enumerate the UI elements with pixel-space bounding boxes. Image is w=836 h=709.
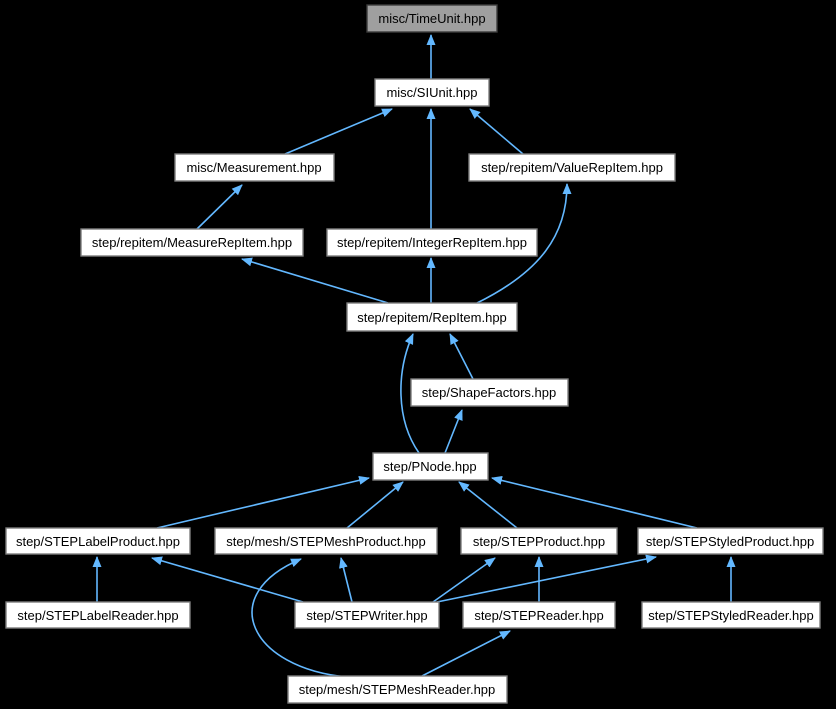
node-label: step/mesh/STEPMeshReader.hpp <box>299 682 496 697</box>
edge-stepmeshproduct-pnode <box>346 481 404 529</box>
node-label: misc/Measurement.hpp <box>186 160 321 175</box>
edge-pnode-repitem <box>400 333 420 454</box>
node-box <box>80 228 304 257</box>
node-label: step/STEPProduct.hpp <box>473 534 605 549</box>
node-stepwriter[interactable]: step/STEPWriter.hpp <box>294 601 440 629</box>
node-label: step/STEPStyledProduct.hpp <box>646 534 814 549</box>
edge-stepmeshreader-stepreader <box>421 630 511 677</box>
node-measurerepitem[interactable]: step/repitem/MeasureRepItem.hpp <box>80 228 304 257</box>
node-stepmeshreader[interactable]: step/mesh/STEPMeshReader.hpp <box>287 675 508 704</box>
edge-steplabelproduct-pnode <box>156 475 370 529</box>
node-shapefactors[interactable]: step/ShapeFactors.hpp <box>410 378 569 407</box>
node-box <box>468 153 676 182</box>
node-label: step/repitem/ValueRepItem.hpp <box>481 160 663 175</box>
edge-stepproduct-pnode <box>458 481 518 529</box>
edge-valuerepitem-siunit <box>469 108 524 155</box>
node-pnode[interactable]: step/PNode.hpp <box>372 452 489 481</box>
node-box <box>174 153 335 182</box>
node-stepstyledreader[interactable]: step/STEPStyledReader.hpp <box>641 601 821 629</box>
node-stepmeshproduct[interactable]: step/mesh/STEPMeshProduct.hpp <box>214 527 438 555</box>
node-label: step/STEPWriter.hpp <box>306 608 427 623</box>
node-box <box>462 601 616 629</box>
node-box <box>410 378 569 407</box>
node-stepproduct[interactable]: step/STEPProduct.hpp <box>460 527 618 555</box>
node-layer: misc/TimeUnit.hpp misc/SIUnit.hpp misc/M… <box>5 4 824 704</box>
edge-layer <box>92 34 736 678</box>
node-label: step/repitem/RepItem.hpp <box>357 310 507 325</box>
node-misc-timeunit[interactable]: misc/TimeUnit.hpp <box>366 4 498 33</box>
node-box <box>460 527 618 555</box>
node-integerrepitem[interactable]: step/repitem/IntegerRepItem.hpp <box>326 228 538 257</box>
node-valuerepitem[interactable]: step/repitem/ValueRepItem.hpp <box>468 153 676 182</box>
edge-repitem-valuerepitem <box>476 183 572 304</box>
node-stepstyledproduct[interactable]: step/STEPStyledProduct.hpp <box>637 527 824 555</box>
node-box <box>366 4 498 33</box>
edge-stepwriter-stepproduct <box>432 557 496 603</box>
edge-stepwriter-steplabelproduct <box>151 556 304 603</box>
node-box <box>214 527 438 555</box>
edge-stepmeshreader-stepmeshproduct <box>251 558 348 678</box>
node-label: step/STEPLabelProduct.hpp <box>16 534 180 549</box>
edge-pnode-shapefactors <box>444 409 463 454</box>
edge-stepwriter-stepmeshproduct <box>339 557 353 603</box>
node-box <box>5 601 191 629</box>
node-box <box>372 452 489 481</box>
node-box <box>374 78 490 107</box>
node-box <box>641 601 821 629</box>
node-label: step/mesh/STEPMeshProduct.hpp <box>226 534 425 549</box>
edge-stepwriter-stepstyledproduct <box>436 554 657 603</box>
node-box <box>294 601 440 629</box>
node-box <box>637 527 824 555</box>
edge-measurement-siunit <box>284 108 393 155</box>
edge-shapefactors-repitem <box>449 333 474 380</box>
node-label: step/repitem/IntegerRepItem.hpp <box>337 235 527 250</box>
node-label: misc/TimeUnit.hpp <box>378 11 485 26</box>
node-label: step/ShapeFactors.hpp <box>422 385 556 400</box>
node-label: step/repitem/MeasureRepItem.hpp <box>92 235 292 250</box>
node-label: step/STEPLabelReader.hpp <box>17 608 178 623</box>
node-box <box>287 675 508 704</box>
node-steplabelproduct[interactable]: step/STEPLabelProduct.hpp <box>5 527 191 555</box>
node-label: misc/SIUnit.hpp <box>386 85 477 100</box>
node-label: step/STEPReader.hpp <box>474 608 603 623</box>
edge-measurerepitem-measurement <box>196 184 243 230</box>
node-box <box>346 302 518 332</box>
node-box <box>5 527 191 555</box>
node-misc-siunit[interactable]: misc/SIUnit.hpp <box>374 78 490 107</box>
node-stepreader[interactable]: step/STEPReader.hpp <box>462 601 616 629</box>
node-box <box>326 228 538 257</box>
node-steplabelreader[interactable]: step/STEPLabelReader.hpp <box>5 601 191 629</box>
node-label: step/PNode.hpp <box>383 459 476 474</box>
edge-stepstyledproduct-pnode <box>491 475 698 529</box>
node-repitem[interactable]: step/repitem/RepItem.hpp <box>346 302 518 332</box>
node-misc-measurement[interactable]: misc/Measurement.hpp <box>174 153 335 182</box>
node-label: step/STEPStyledReader.hpp <box>648 608 814 623</box>
edge-repitem-measurerepitem <box>241 257 389 304</box>
